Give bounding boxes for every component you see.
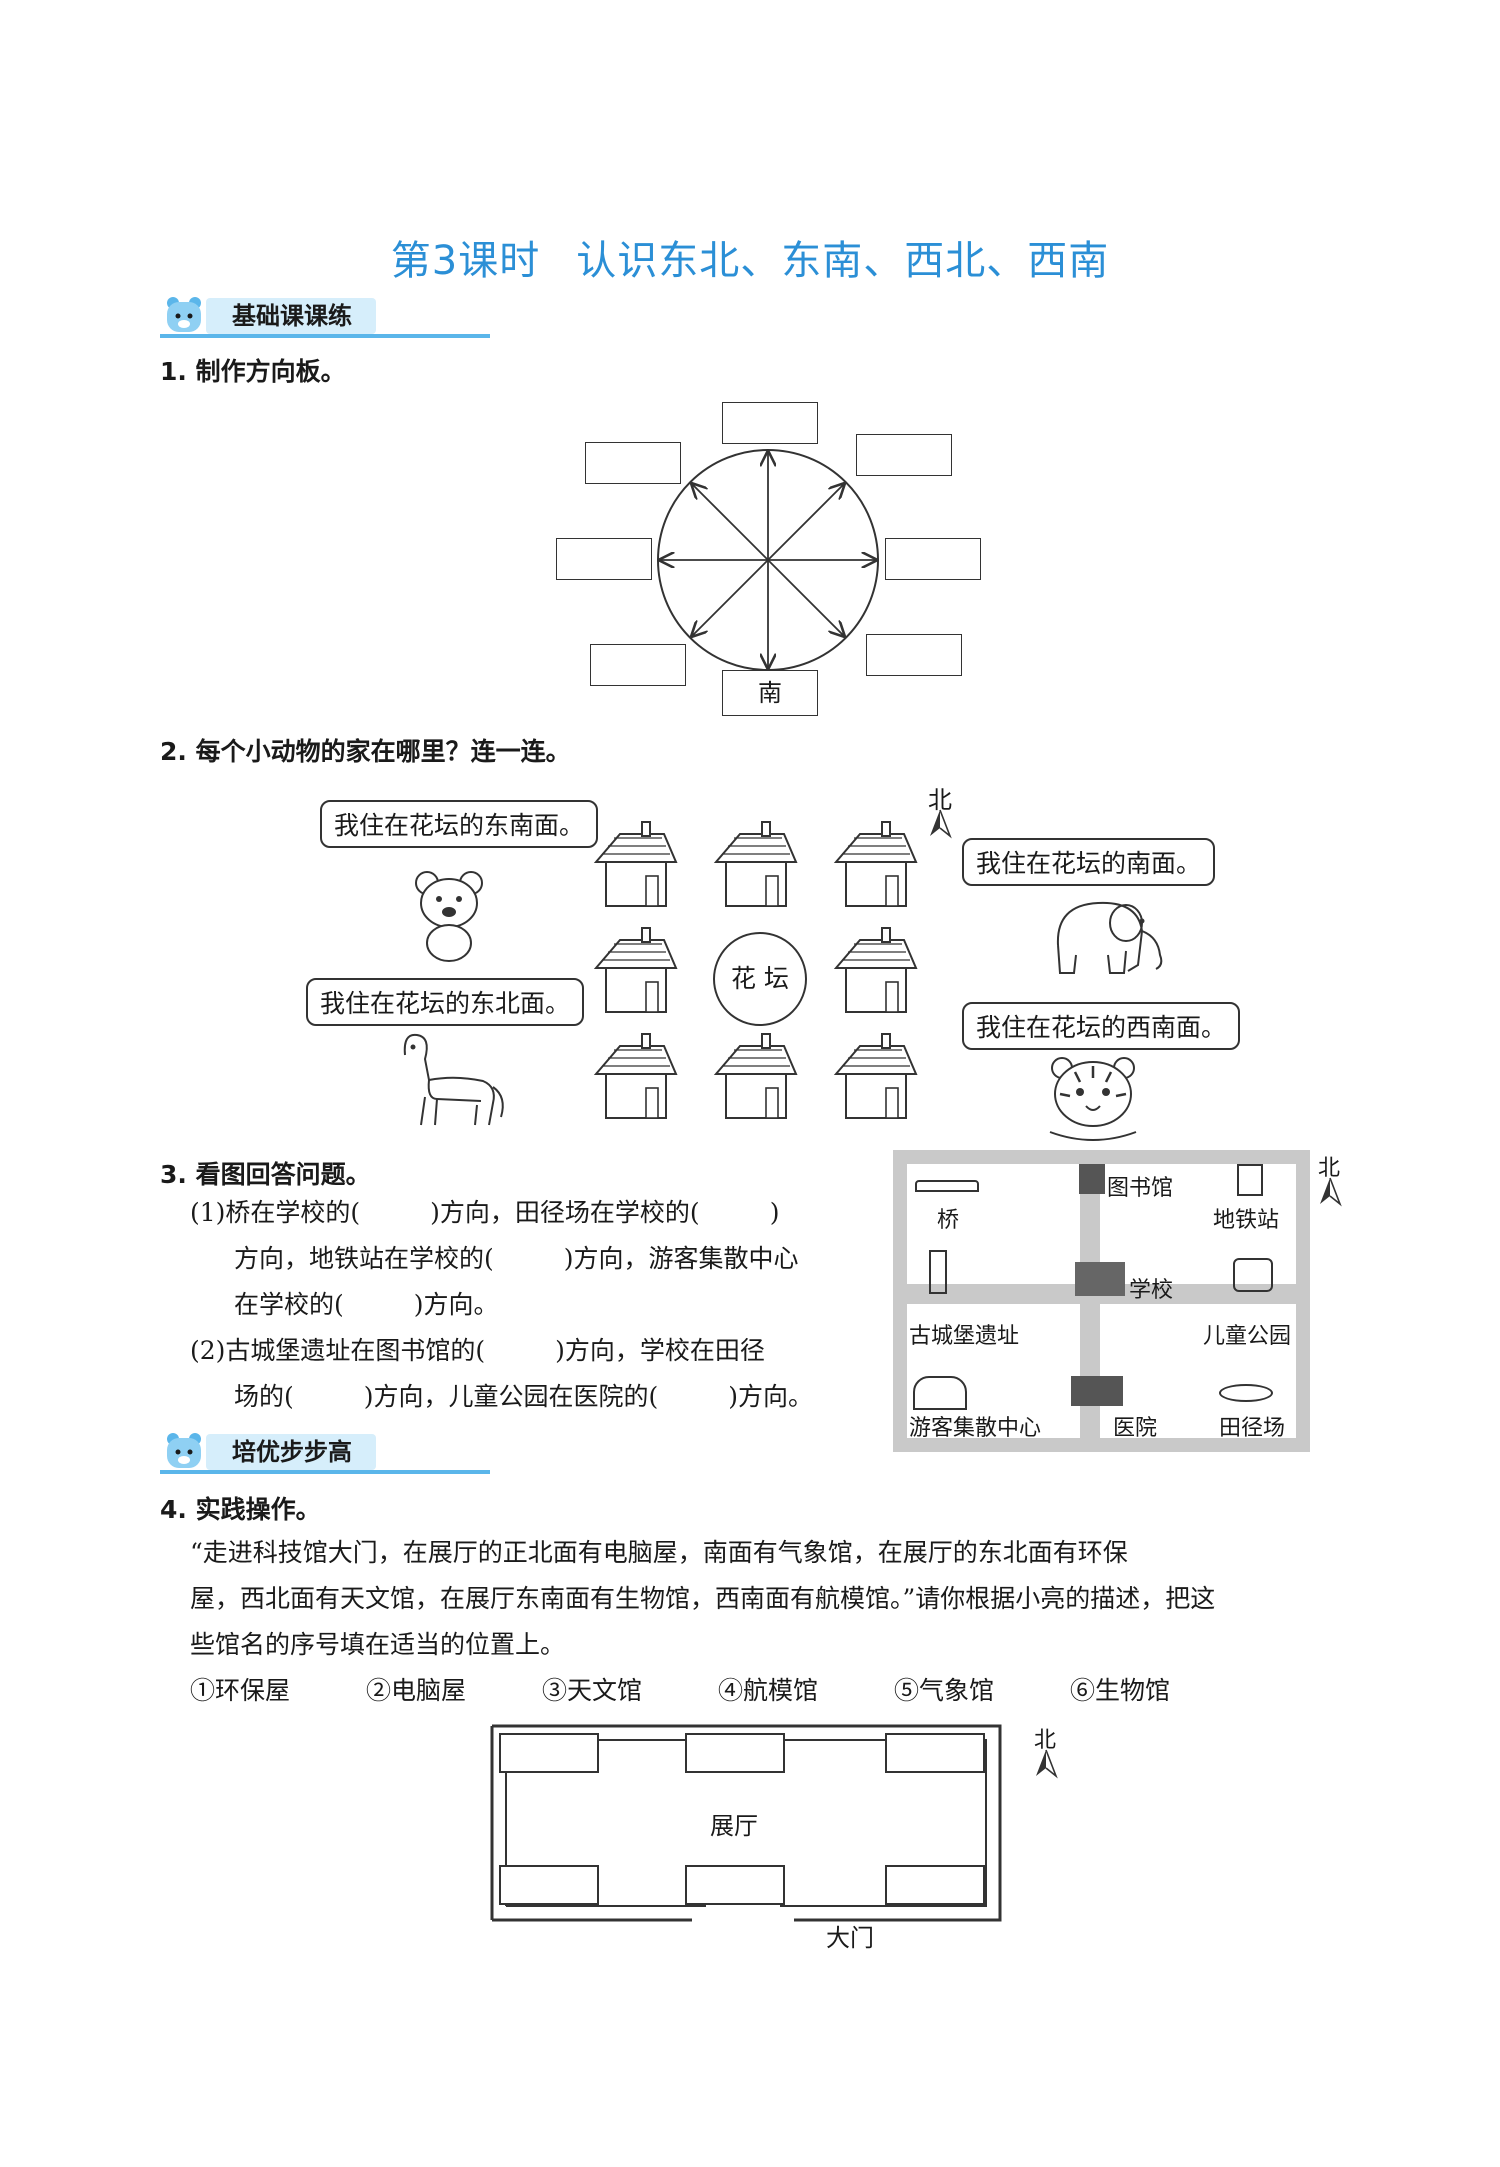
room-northeast[interactable] [885,1733,985,1773]
stadium-icon [1219,1384,1273,1402]
direction-box-northwest[interactable] [585,442,681,484]
north-label-plan: 北 [1034,1728,1057,1753]
tiger-icon [1049,1057,1137,1141]
place-children-park: 儿童公园 [1203,1318,1292,1350]
hall-label: 展厅 [710,1812,758,1840]
place-castle-ruins: 古城堡遗址 [909,1318,1020,1350]
north-label-q2: 北 [928,786,952,814]
option-5: ⑤气象馆 [894,1676,995,1705]
q4-para-line3: 些馆名的序号填在适当的位置上。 [190,1630,566,1659]
speech-bubble-elephant: 我住在花坛的南面。 [962,838,1216,886]
south-label: 南 [758,679,782,707]
page-title: 第3课时认识东北、东南、西北、西南 [0,228,1500,286]
q3-part2-line1: (2)古城堡遗址在图书馆的()方向，学校在田径 [190,1336,765,1365]
north-label-map: 北 [1318,1156,1341,1181]
q4-text: 实践操作。 [195,1495,321,1524]
hospital-icon [1071,1376,1123,1406]
section-basic-badge: 基础课课练 [110,292,510,342]
q3-text: 看图回答问题。 [195,1160,371,1189]
place-visitor-center: 游客集散中心 [909,1416,1042,1441]
q3-part1-line1: (1)桥在学校的()方向，田径场在学校的() [190,1198,780,1227]
section-advanced-badge: 培优步步高 [110,1428,510,1478]
place-hospital: 医院 [1113,1416,1158,1441]
direction-box-east[interactable] [885,538,981,580]
horse-icon [403,1033,504,1126]
question-3: 3. 看图回答问题。 [160,1155,371,1191]
bear-mascot-icon [167,297,201,332]
q1-number: 1. [160,357,187,386]
lesson-number: 第3课时 [390,238,541,284]
place-library: 图书馆 [1107,1176,1174,1201]
option-1: ①环保屋 [190,1676,291,1705]
q3-part1-line3: 在学校的()方向。 [234,1290,499,1319]
bear-icon [415,871,483,962]
library-icon [1079,1164,1105,1194]
place-school: 学校 [1129,1278,1174,1303]
museum-floor-plan [490,1724,1002,1922]
direction-box-northeast[interactable] [856,434,952,476]
direction-box-southwest[interactable] [590,644,686,686]
place-subway-station: 地铁站 [1213,1208,1280,1233]
north-arrow-icon [1320,1177,1342,1207]
room-north[interactable] [685,1733,785,1773]
place-stadium: 田径场 [1219,1416,1286,1441]
houses-grid [593,821,917,1119]
flowerbed-label: 花 坛 [731,964,789,993]
direction-box-southeast[interactable] [866,634,962,676]
q4-number: 4. [160,1495,187,1524]
bridge-icon [915,1180,979,1192]
gate-label: 大门 [826,1924,874,1952]
elephant-icon [1056,901,1163,974]
speech-bubble-horse: 我住在花坛的东北面。 [306,978,585,1026]
option-6: ⑥生物馆 [1070,1676,1171,1705]
place-bridge: 桥 [937,1208,960,1233]
q2-number: 2. [160,737,187,766]
subway-station-icon [1237,1164,1263,1196]
house-icon [593,821,678,907]
room-southwest[interactable] [499,1865,599,1905]
question-2: 2. 每个小动物的家在哪里？连一连。 [160,732,571,768]
direction-box-west[interactable] [556,538,652,580]
q4-para-line1: “走进科技馆大门，在展厅的正北面有电脑屋，南面有气象馆，在展厅的东北面有环保 [190,1538,1128,1567]
speech-bubble-bear: 我住在花坛的东南面。 [320,800,599,848]
option-4: ④航模馆 [718,1676,819,1705]
direction-box-north[interactable] [722,402,818,444]
room-south[interactable] [685,1865,785,1905]
north-arrow-icon [1036,1749,1058,1779]
option-3: ③天文馆 [542,1676,643,1705]
section-advanced-label: 培优步步高 [206,1434,376,1470]
q2-text: 每个小动物的家在哪里？连一连。 [195,737,571,766]
school-icon [1075,1262,1125,1296]
q1-text: 制作方向板。 [195,357,346,386]
q3-part2-line2: 场的()方向，儿童公园在医院的()方向。 [234,1382,814,1411]
q4-para-line2: 屋，西北面有天文馆，在展厅东南面有生物馆，西南面有航模馆。”请你根据小亮的描述，… [190,1584,1216,1613]
amusement-icon [1233,1258,1273,1292]
lesson-topic: 认识东北、东南、西北、西南 [576,238,1110,284]
question-1: 1. 制作方向板。 [160,352,346,388]
speech-bubble-tiger: 我住在花坛的西南面。 [962,1002,1241,1050]
option-2: ②电脑屋 [366,1676,467,1705]
tower-icon [929,1250,947,1294]
town-map: 桥 图书馆 地铁站 学校 古城堡遗址 儿童公园 游客集散中心 医院 田径场 [893,1150,1310,1452]
question-4: 4. 实践操作。 [160,1490,321,1526]
north-arrow-icon [930,809,952,839]
visitor-center-icon [913,1376,967,1410]
section-basic-label: 基础课课练 [206,298,376,334]
q3-part1-line2: 方向，地铁站在学校的()方向，游客集散中心 [234,1244,799,1273]
q3-number: 3. [160,1160,187,1189]
bear-mascot-icon [167,1433,201,1468]
room-southeast[interactable] [885,1865,985,1905]
flowerbed: 花 坛 [713,932,807,1026]
direction-box-south: 南 [722,670,818,716]
room-northwest[interactable] [499,1733,599,1773]
